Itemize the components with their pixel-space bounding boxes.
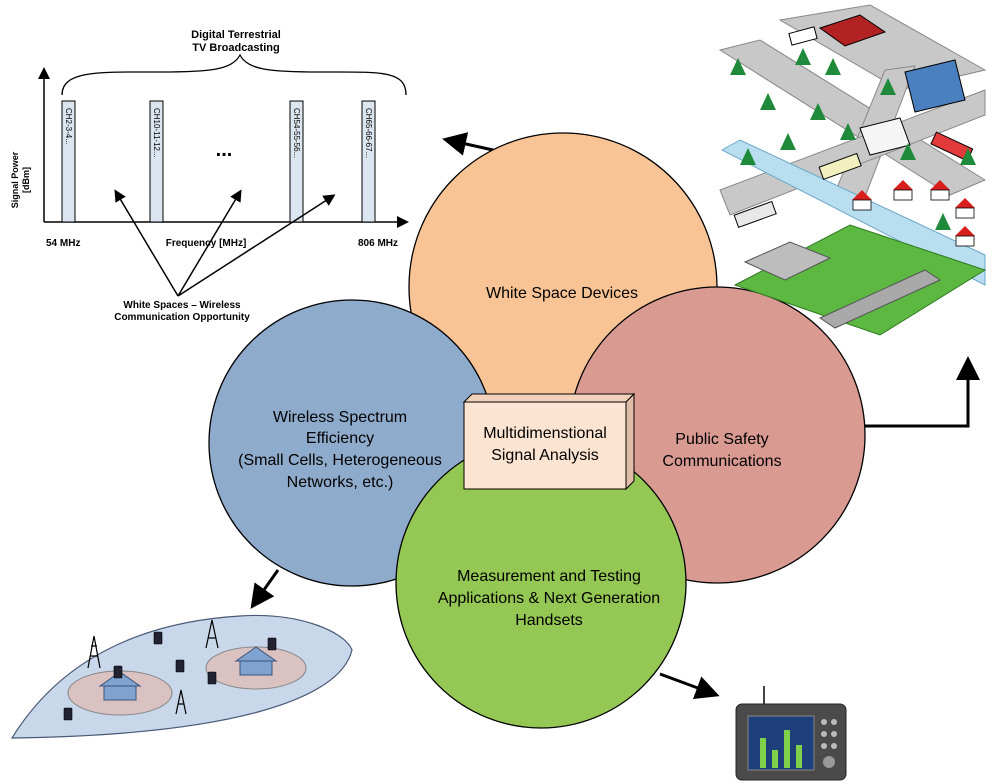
label-wireless-efficiency-3: (Small Cells, Heterogeneous bbox=[238, 452, 442, 469]
label-measurement-1: Measurement and Testing bbox=[457, 568, 641, 585]
arrow-to-analyzer bbox=[659, 672, 720, 700]
city-illustration-icon bbox=[718, 4, 987, 336]
center-box: Multidimenstional Signal Analysis bbox=[462, 392, 636, 491]
channel-label-4: CH65-66-67... bbox=[364, 108, 373, 158]
y-axis-label-line-1: Signal Power bbox=[10, 151, 20, 208]
arrow-to-city bbox=[862, 356, 980, 428]
label-measurement-2: Applications & Next Generation bbox=[438, 590, 660, 607]
channel-bar-2: CH10-11-12... bbox=[149, 100, 164, 223]
label-wireless-efficiency-1: Wireless Spectrum bbox=[273, 409, 407, 426]
arrow-to-small-cells bbox=[250, 569, 280, 609]
center-box-label-2: Signal Analysis bbox=[491, 447, 599, 464]
channel-ellipsis: ... bbox=[216, 139, 233, 161]
label-white-space-devices: White Space Devices bbox=[486, 285, 638, 302]
broadcast-title-line-2: TV Broadcasting bbox=[192, 42, 279, 54]
freq-start-label: 54 MHz bbox=[46, 238, 80, 249]
label-measurement-3: Handsets bbox=[515, 612, 583, 629]
broadcast-title-line-1: Digital Terrestrial bbox=[191, 29, 281, 41]
spectrum-chart: Digital Terrestrial TV Broadcasting CH2-… bbox=[10, 29, 409, 323]
label-public-safety-1: Public Safety bbox=[675, 431, 768, 448]
spectrum-analyzer-device-icon bbox=[735, 686, 847, 781]
channel-label-2: CH10-11-12... bbox=[152, 108, 161, 158]
broadcast-brace bbox=[61, 53, 407, 96]
channel-bar-3: CH54-55-56... bbox=[289, 100, 304, 223]
channel-label-3: CH54-55-56... bbox=[292, 108, 301, 158]
freq-end-label: 806 MHz bbox=[358, 238, 398, 249]
white-space-arrow-2 bbox=[177, 189, 242, 297]
label-wireless-efficiency-2: Efficiency bbox=[306, 430, 374, 447]
channel-label-1: CH2-3-4... bbox=[64, 108, 73, 145]
white-space-arrow-3 bbox=[177, 194, 336, 297]
x-axis-label: Frequency [MHz] bbox=[166, 238, 247, 249]
center-box-label-1: Multidimenstional bbox=[483, 425, 607, 442]
channel-bar-1: CH2-3-4... bbox=[61, 100, 76, 223]
white-space-caption-line-2: Communication Opportunity bbox=[114, 312, 250, 323]
channel-bar-4: CH65-66-67... bbox=[361, 100, 376, 223]
small-cell-network-icon bbox=[10, 614, 353, 739]
label-public-safety-2: Communications bbox=[662, 453, 781, 470]
white-space-arrow-1 bbox=[114, 189, 179, 297]
y-axis-label-line-2: [dBm] bbox=[21, 167, 31, 193]
label-wireless-efficiency-4: Networks, etc.) bbox=[287, 474, 394, 491]
white-space-caption-line-1: White Spaces – Wireless bbox=[123, 300, 241, 311]
